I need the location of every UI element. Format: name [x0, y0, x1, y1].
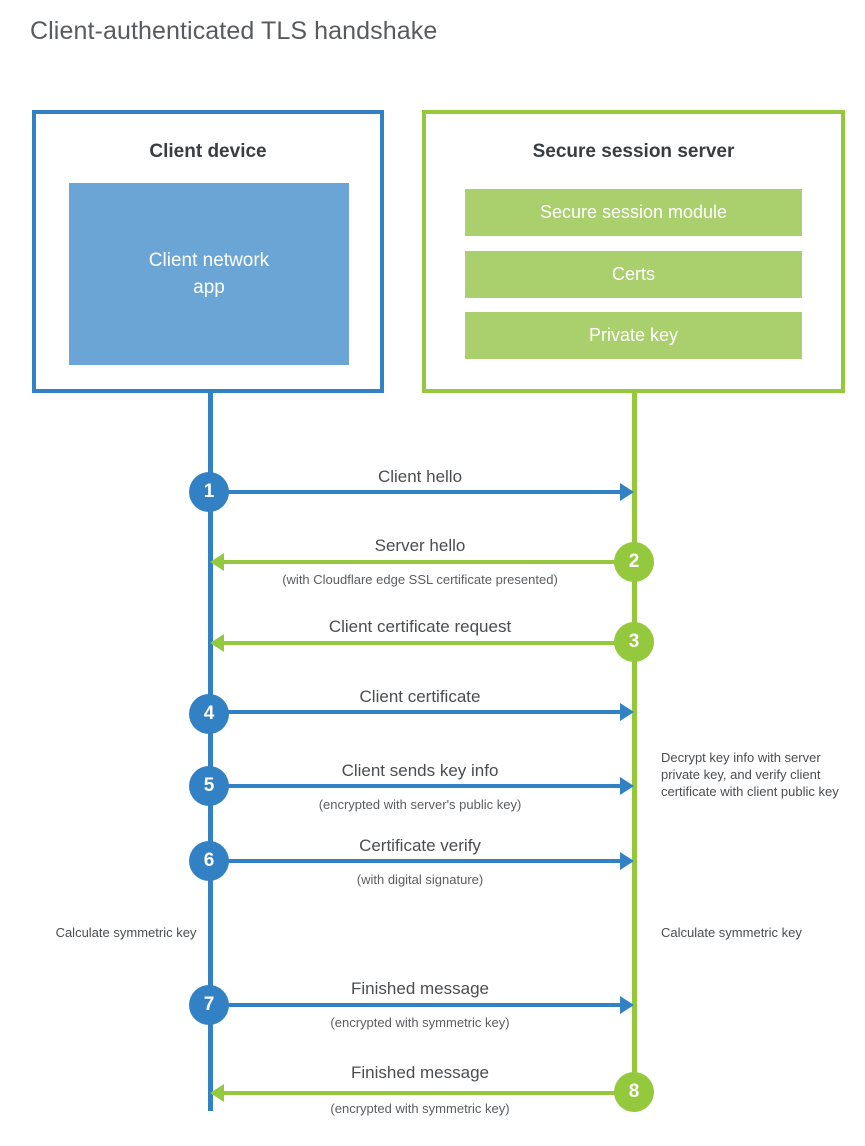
message-1-arrow-icon	[620, 483, 634, 501]
message-4-line	[210, 710, 622, 714]
note-server-decrypt-key-info: Decrypt key info with server private key…	[661, 750, 839, 799]
client-device-box: Client device Client network app	[32, 110, 384, 393]
message-7-line	[210, 1003, 622, 1007]
message-5-label: Client sends key info	[341, 761, 499, 780]
step-circle-6: 6	[189, 841, 229, 881]
step-circle-4: 4	[189, 694, 229, 734]
message-2-sublabel: (with Cloudflare edge SSL certificate pr…	[282, 572, 558, 587]
server-lifeline	[632, 393, 637, 1111]
message-8-sublabel: (encrypted with symmetric key)	[330, 1101, 510, 1116]
note-client-calculate-symmetric-key: Calculate symmetric key	[55, 925, 197, 940]
step-circle-3: 3	[614, 622, 654, 662]
message-8-label: Finished message	[351, 1063, 489, 1082]
server-component-secure-session-module: Secure session module	[465, 189, 802, 236]
step-circle-5: 5	[189, 766, 229, 806]
message-6-arrow-icon	[620, 852, 634, 870]
message-2-arrow-icon	[210, 553, 224, 571]
message-3-label: Client certificate request	[328, 617, 512, 636]
message-7-sublabel: (encrypted with symmetric key)	[330, 1015, 510, 1030]
server-component-private-key: Private key	[465, 312, 802, 359]
step-circle-7: 7	[189, 985, 229, 1025]
page-title: Client-authenticated TLS handshake	[30, 17, 438, 45]
message-5-line	[210, 784, 622, 788]
message-3-line	[224, 641, 624, 645]
message-3-arrow-icon	[210, 634, 224, 652]
message-6-sublabel: (with digital signature)	[356, 872, 484, 887]
client-network-app-label: Client network app	[148, 250, 270, 298]
client-network-app-block: Client network app	[69, 183, 349, 365]
message-6-label: Certificate verify	[359, 836, 481, 855]
message-2-line	[224, 560, 624, 564]
message-4-label: Client certificate	[359, 687, 481, 706]
secure-session-server-title: Secure session server	[532, 141, 735, 162]
message-1-label: Client hello	[377, 467, 463, 486]
message-8-line	[224, 1091, 624, 1095]
client-device-title: Client device	[149, 141, 267, 162]
message-5-arrow-icon	[620, 777, 634, 795]
step-circle-2: 2	[614, 542, 654, 582]
message-2-label: Server hello	[374, 536, 466, 555]
message-7-label: Finished message	[351, 979, 489, 998]
message-1-line	[210, 490, 622, 494]
message-7-arrow-icon	[620, 996, 634, 1014]
step-circle-1: 1	[189, 472, 229, 512]
client-lifeline	[208, 393, 213, 1111]
server-component-certs: Certs	[465, 251, 802, 298]
secure-session-server-box: Secure session server Secure session mod…	[422, 110, 845, 393]
message-4-arrow-icon	[620, 703, 634, 721]
message-5-sublabel: (encrypted with server's public key)	[318, 797, 522, 812]
message-8-arrow-icon	[210, 1084, 224, 1102]
message-6-line	[210, 859, 622, 863]
step-circle-8: 8	[614, 1072, 654, 1112]
note-server-calculate-symmetric-key: Calculate symmetric key	[661, 925, 802, 940]
